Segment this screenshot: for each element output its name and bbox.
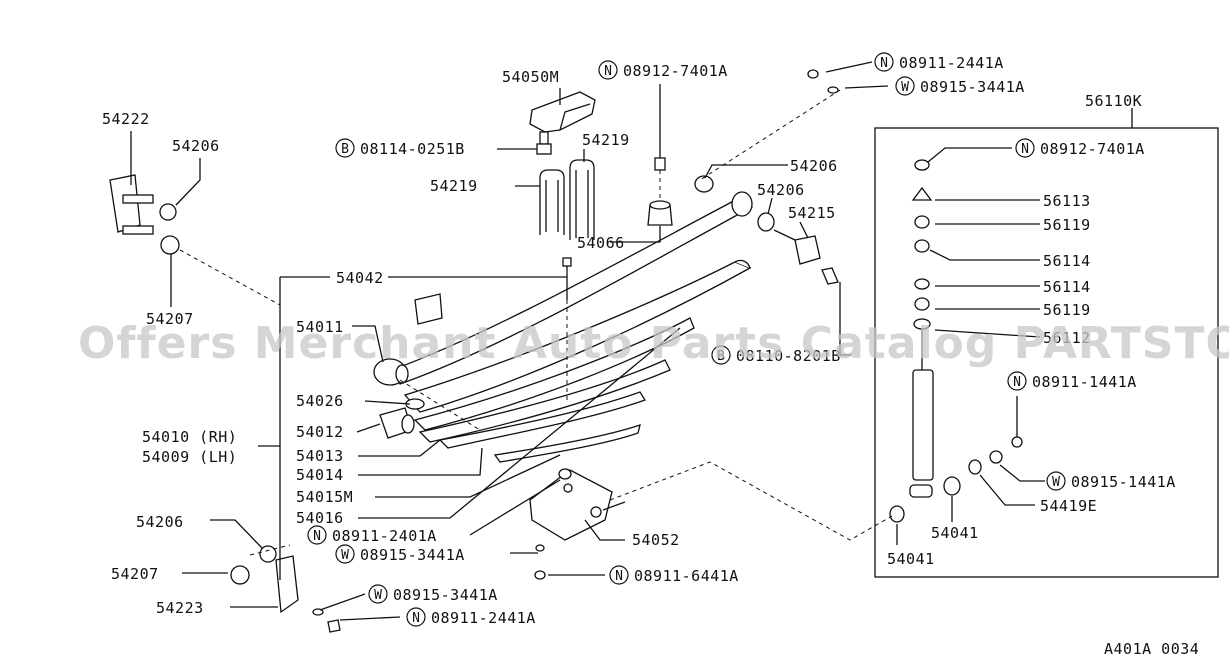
svg-text:08911-6441A: 08911-6441A (634, 567, 739, 585)
label-54011: 54011 (296, 318, 344, 336)
callout-08911-2441A-bot: N 08911-2441A (406, 607, 536, 627)
svg-text:08912-7401A: 08912-7401A (623, 62, 728, 80)
label-54013: 54013 (296, 447, 344, 465)
label-54010-rh: 54010 (RH) (142, 428, 237, 446)
label-54419E: 54419E (1040, 497, 1097, 515)
label-54207-a: 54207 (146, 310, 194, 328)
callout-08911-2401A: N 08911-2401A (307, 525, 437, 545)
label-54206-a: 54206 (172, 137, 220, 155)
watermark-text: Offers Merchant Auto Parts Catalog PARTS… (78, 318, 1229, 369)
rear-bracket-54215 (694, 69, 839, 285)
leader-lines (130, 61, 1045, 621)
svg-text:W: W (374, 588, 382, 603)
svg-text:N: N (880, 56, 888, 71)
svg-text:W: W (901, 80, 909, 95)
svg-text:08110-8201B: 08110-8201B (736, 347, 841, 365)
svg-text:08912-7401A: 08912-7401A (1040, 140, 1145, 158)
label-56110K: 56110K (1085, 92, 1142, 110)
svg-text:08114-0251B: 08114-0251B (360, 140, 465, 158)
svg-text:N: N (313, 529, 321, 544)
label-54219-a: 54219 (582, 131, 630, 149)
svg-text:08911-2441A: 08911-2441A (899, 54, 1004, 72)
label-54041-b: 54041 (887, 550, 935, 568)
label-54206-c: 54206 (757, 181, 805, 199)
kit-box-56110K (874, 127, 1219, 578)
spacer-54042 (414, 293, 443, 325)
label-54026: 54026 (296, 392, 344, 410)
label-56114-b: 56114 (1043, 278, 1091, 296)
label-56119-a: 56119 (1043, 216, 1091, 234)
callout-08915-1441A: W 08915-1441A (1046, 471, 1176, 491)
label-54016: 54016 (296, 509, 344, 527)
label-54206-b: 54206 (790, 157, 838, 175)
label-54041-a: 54041 (931, 524, 979, 542)
svg-text:N: N (412, 611, 420, 626)
callout-08915-3441A-bot: W 08915-3441A (368, 584, 498, 604)
svg-text:B: B (717, 349, 725, 364)
svg-text:N: N (615, 569, 623, 584)
label-54009-lh: 54009 (LH) (142, 448, 237, 466)
callout-08915-3441A-top: W 08915-3441A (895, 76, 1025, 96)
callout-08911-1441A: N 08911-1441A (1007, 371, 1137, 391)
svg-text:08915-3441A: 08915-3441A (920, 78, 1025, 96)
callout-08912-7401A-top: N 08912-7401A (598, 60, 728, 80)
label-54219-b: 54219 (430, 177, 478, 195)
label-54066: 54066 (577, 234, 625, 252)
callout-08911-6441A: N 08911-6441A (609, 565, 739, 585)
label-54012: 54012 (296, 423, 344, 441)
svg-text:08911-2401A: 08911-2401A (332, 527, 437, 545)
svg-text:N: N (1013, 375, 1021, 390)
bumper-54050M (529, 91, 596, 133)
label-56113: 56113 (1043, 192, 1091, 210)
label-54015M: 54015M (296, 488, 353, 506)
svg-text:08911-1441A: 08911-1441A (1032, 373, 1137, 391)
svg-text:B: B (341, 142, 349, 157)
label-54042: 54042 (336, 269, 384, 287)
svg-text:W: W (341, 548, 349, 563)
svg-text:08915-3441A: 08915-3441A (360, 546, 465, 564)
svg-text:08915-3441A: 08915-3441A (393, 586, 498, 604)
front-hanger-54222 (109, 174, 180, 255)
callout-08915-3441A-mid: W 08915-3441A (335, 544, 465, 564)
svg-text:W: W (1052, 475, 1060, 490)
label-54223: 54223 (156, 599, 204, 617)
label-54222: 54222 (102, 110, 150, 128)
svg-text:08915-1441A: 08915-1441A (1071, 473, 1176, 491)
label-56114-a: 56114 (1043, 252, 1091, 270)
callout-08114-0251B: B 08114-0251B (335, 138, 465, 158)
label-54207-b: 54207 (111, 565, 159, 583)
callout-08110-8201B: B 08110-8201B (711, 345, 841, 365)
bumper-54066 (647, 157, 673, 226)
label-54052: 54052 (632, 531, 680, 549)
u-bolt-illustration (539, 159, 595, 240)
callout-08911-2441A-top: N 08911-2441A (874, 52, 1004, 72)
label-54206-d: 54206 (136, 513, 184, 531)
label-54014: 54014 (296, 466, 344, 484)
bolt-08114 (536, 131, 552, 155)
svg-text:08911-2441A: 08911-2441A (431, 609, 536, 627)
label-54050M: 54050M (502, 68, 559, 86)
label-56119-b: 56119 (1043, 301, 1091, 319)
label-56112: 56112 (1043, 329, 1091, 347)
svg-text:N: N (1021, 142, 1029, 157)
leaf-spring-illustration (373, 191, 753, 463)
shackle-54223 (230, 545, 341, 633)
footer-code: A401A 0034 (1104, 640, 1199, 658)
ubolt-plate-54052 (529, 469, 626, 541)
label-54215: 54215 (788, 204, 836, 222)
shock-absorber-illustration (889, 159, 1023, 523)
callout-08912-7401A-box: N 08912-7401A (1015, 138, 1145, 158)
svg-text:N: N (604, 64, 612, 79)
